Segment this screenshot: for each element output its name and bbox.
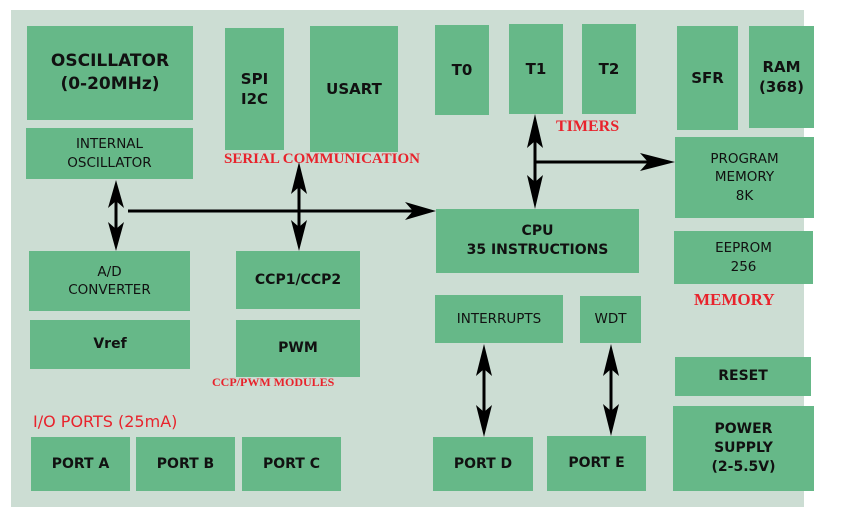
power-supply-line-1: POWER: [714, 421, 773, 438]
ccp-block: CCP1/CCP2: [236, 251, 360, 309]
usart-block: USART: [310, 26, 398, 152]
timer-t2-block: T2: [582, 24, 636, 114]
oscillator-line-1: OSCILLATOR: [50, 51, 170, 72]
timer-t1-block: T1: [509, 24, 563, 114]
internal-oscillator-line-2: OSCILLATOR: [67, 154, 152, 171]
ccp-pwm-modules-label: CCP/PWM MODULES: [212, 375, 335, 389]
port-a-block: PORT A: [31, 437, 130, 491]
ccp-label: CCP1/CCP2: [254, 271, 342, 288]
io-ports-label: I/O PORTS (25mA): [33, 412, 178, 431]
ad-converter-line-2: CONVERTER: [68, 282, 151, 298]
port-e-block: PORT E: [547, 436, 646, 491]
wdt-label: WDT: [594, 311, 627, 328]
t0-label: T0: [451, 60, 473, 79]
timers-label: TIMERS: [556, 118, 620, 135]
usart-label: USART: [326, 79, 382, 98]
memory-label: MEMORY: [694, 290, 775, 309]
sfr-label: SFR: [691, 68, 724, 87]
port-d-label: PORT D: [453, 455, 513, 472]
i2c-label: I2C: [240, 90, 269, 108]
program-memory-line-1: PROGRAM: [710, 151, 779, 168]
program-memory-line-3: 8K: [735, 187, 754, 204]
port-d-block: PORT D: [433, 437, 533, 491]
program-memory-block: PROGRAM MEMORY 8K: [675, 137, 814, 218]
port-a-label: PORT A: [51, 455, 110, 472]
eeprom-line-2: 256: [730, 258, 757, 275]
t2-label: T2: [598, 59, 620, 78]
interrupts-label: INTERRUPTS: [456, 310, 542, 327]
t1-label: T1: [525, 59, 547, 78]
cpu-line-1: CPU: [521, 223, 554, 240]
oscillator-block: OSCILLATOR (0-20MHz): [27, 26, 193, 120]
vref-label: Vref: [93, 336, 127, 353]
spi-label: SPI: [240, 69, 269, 88]
ram-line-2: (368): [758, 78, 805, 96]
vref-block: Vref: [30, 320, 190, 369]
cpu-line-2: 35 INSTRUCTIONS: [466, 242, 609, 258]
wdt-block: WDT: [580, 296, 641, 343]
spi-i2c-block: SPI I2C: [225, 28, 284, 150]
eeprom-line-1: EEPROM: [715, 240, 772, 257]
timer-t0-block: T0: [435, 25, 489, 115]
cpu-block: CPU 35 INSTRUCTIONS: [436, 209, 639, 273]
pwm-block: PWM: [236, 320, 360, 377]
internal-oscillator-line-1: INTERNAL: [75, 136, 144, 153]
sfr-block: SFR: [677, 26, 738, 130]
oscillator-line-2: (0-20MHz): [60, 74, 160, 94]
pwm-label: PWM: [278, 340, 318, 357]
port-b-block: PORT B: [136, 437, 235, 491]
ad-converter-block: A/D CONVERTER: [29, 251, 190, 311]
power-supply-block: POWER SUPPLY (2-5.5V): [673, 406, 814, 491]
ram-block: RAM (368): [749, 26, 814, 128]
eeprom-block: EEPROM 256: [674, 231, 813, 284]
interrupts-block: INTERRUPTS: [435, 295, 563, 343]
power-supply-line-3: (2-5.5V): [711, 458, 776, 475]
port-c-block: PORT C: [242, 437, 341, 491]
ram-line-1: RAM: [762, 57, 801, 76]
program-memory-line-2: MEMORY: [714, 169, 775, 186]
reset-block: RESET: [675, 357, 811, 396]
port-b-label: PORT B: [156, 455, 215, 472]
serial-communication-label: SERIAL COMMUNICATION: [224, 151, 420, 167]
power-supply-line-2: SUPPLY: [714, 440, 773, 457]
ad-converter-line-1: A/D: [97, 263, 122, 280]
port-e-label: PORT E: [568, 455, 625, 472]
port-c-label: PORT C: [262, 455, 320, 472]
reset-label: RESET: [718, 368, 768, 385]
internal-oscillator-block: INTERNAL OSCILLATOR: [26, 128, 193, 179]
